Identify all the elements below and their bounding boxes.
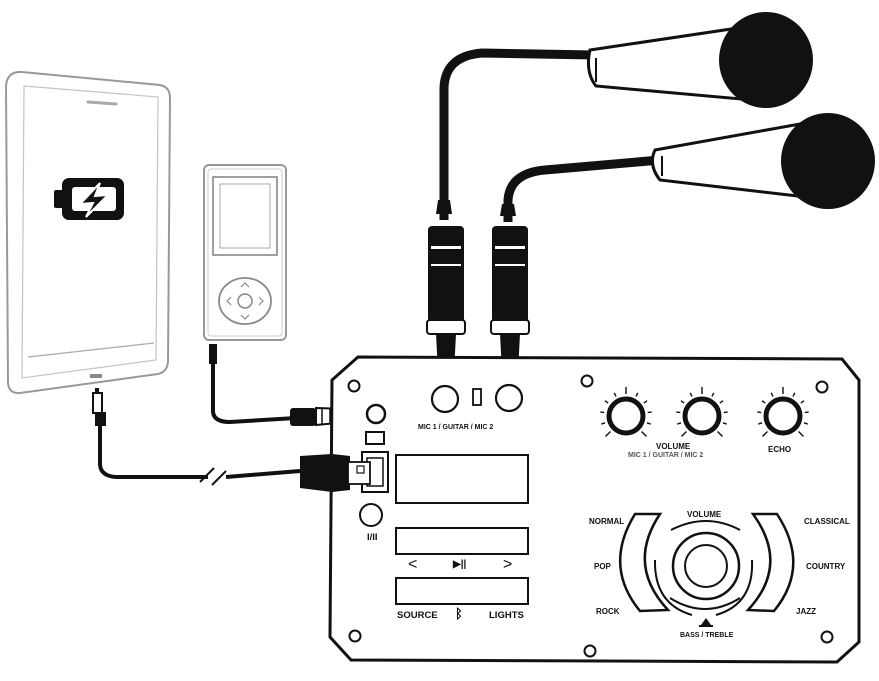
lights-button[interactable]: LIGHTS: [489, 610, 524, 621]
knob-volume-label: VOLUME: [656, 442, 691, 451]
knob-tick: [800, 400, 805, 404]
knob-tick: [803, 422, 808, 425]
knob-tick: [647, 411, 652, 414]
knob-volume-1: [606, 396, 646, 436]
prev-button[interactable]: <: [408, 556, 418, 573]
control-panel: [300, 355, 861, 664]
knob-tick: [711, 392, 715, 397]
knob-echo: [763, 396, 803, 436]
phone-device: [4, 70, 301, 486]
knob-tick: [680, 431, 687, 438]
knob-tick: [680, 400, 685, 404]
knob-tick: [804, 411, 809, 414]
knob-tick: [761, 400, 766, 404]
eq-normal-label: NORMAL: [589, 517, 625, 526]
knob-tick: [719, 400, 724, 404]
microphone-2: [503, 113, 875, 222]
knob-tick: [601, 422, 606, 425]
knob-tick: [770, 392, 774, 397]
knob-volume-sub-label: MIC 1 / GUITAR / MIC 2: [628, 452, 704, 459]
knob-tick: [761, 431, 768, 438]
knob-tick: [613, 392, 617, 397]
aux-jack: [365, 403, 387, 425]
eq-classical-label: CLASSICAL: [804, 517, 850, 526]
next-button[interactable]: >: [503, 556, 513, 573]
source-button[interactable]: SOURCE: [397, 610, 438, 621]
knob-tick: [798, 431, 805, 438]
microphone-1: [439, 12, 813, 220]
source-lights-button-bar: [395, 577, 529, 605]
display-screen: [395, 454, 529, 504]
knob-tick: [723, 411, 728, 414]
power-button: [359, 503, 383, 527]
eq-rock-label: ROCK: [596, 607, 620, 616]
knob-tick: [717, 431, 724, 438]
battery-charging-icon: [54, 178, 124, 220]
eq-country-label: COUNTRY: [806, 562, 846, 571]
knob-tick: [676, 411, 681, 414]
mic-jack-1: [430, 384, 460, 414]
knob-tick: [646, 422, 651, 425]
play-pause-button[interactable]: ▶||: [453, 559, 467, 570]
eq-right-arc: [745, 512, 795, 613]
eq-left-arc: [618, 512, 671, 613]
eq-pop-label: POP: [594, 562, 611, 571]
knob-echo-label: ECHO: [768, 445, 792, 454]
knob-tick: [677, 422, 682, 425]
mic-inputs-label: MIC 1 / GUITAR / MIC 2: [418, 424, 494, 431]
bluetooth-icon: ᛒ: [455, 606, 463, 621]
eq-jazz-label: JAZZ: [796, 607, 816, 616]
knob-tick: [689, 392, 693, 397]
bass-treble-label: BASS / TREBLE: [680, 632, 734, 639]
knob-tick: [757, 411, 762, 414]
knob-tick: [643, 400, 648, 404]
eq-volume-label: VOLUME: [687, 510, 722, 519]
knob-volume-2: [682, 396, 722, 436]
playback-button-bar: [395, 527, 529, 555]
knob-tick: [641, 431, 648, 438]
knob-tick: [792, 392, 796, 397]
knob-tick: [635, 392, 639, 397]
power-symbol: I/II: [367, 532, 378, 543]
knob-tick: [600, 411, 605, 414]
knob-tick: [758, 422, 763, 425]
indicator-light: [365, 431, 385, 445]
knob-tick: [604, 400, 609, 404]
mic-jack-2: [494, 383, 524, 413]
knob-tick: [604, 431, 611, 438]
knob-tick: [722, 422, 727, 425]
